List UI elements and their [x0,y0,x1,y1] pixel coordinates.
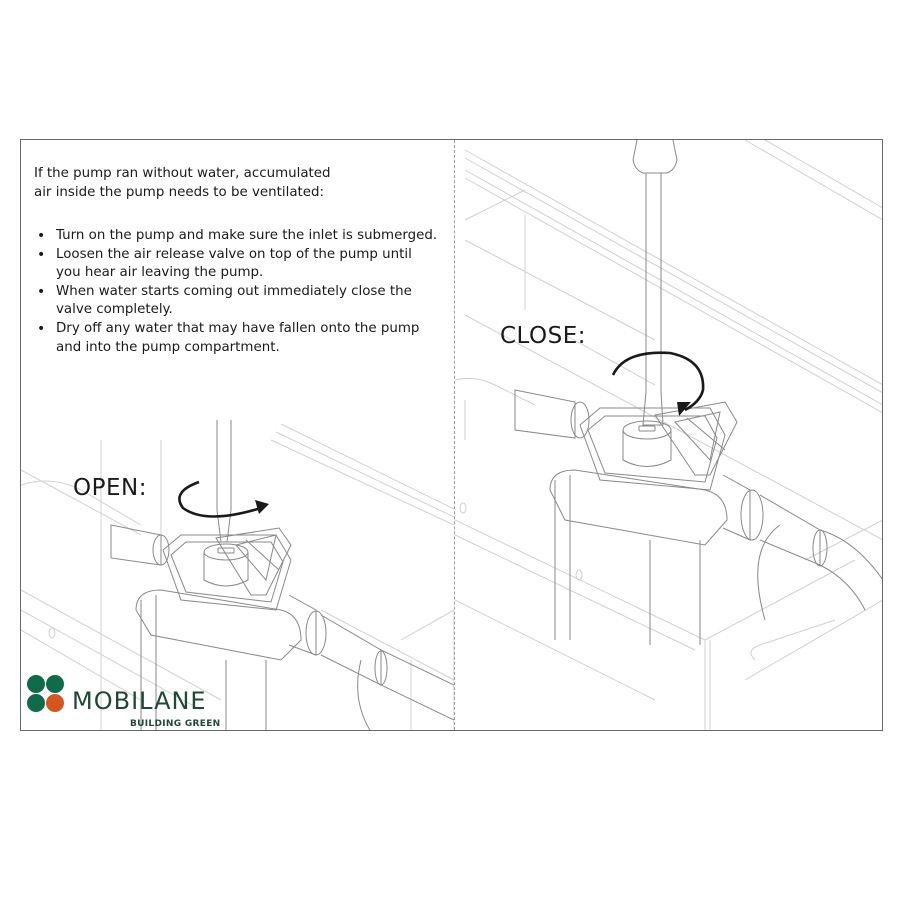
steps-list: Turn on the pump and make sure the inlet… [34,227,439,357]
panel-divider [454,140,455,730]
mobilane-logo: MOBILANE BUILDING GREEN [27,675,227,730]
close-label: CLOSE: [500,323,587,349]
intro-text: If the pump ran without water, accumulat… [34,165,434,202]
step-item: Turn on the pump and make sure the inlet… [34,227,439,246]
step-item: Loosen the air release valve on top of t… [34,246,439,283]
intro-line-2: air inside the pump needs to be ventilat… [34,184,325,200]
intro-line-1: If the pump ran without water, accumulat… [34,166,331,181]
right-panel: CLOSE: [455,140,882,730]
pump-open-illustration [21,420,454,730]
step-item: When water starts coming out immediately… [34,283,439,320]
left-panel: If the pump ran without water, accumulat… [21,140,454,730]
logo-tagline: BUILDING GREEN [130,719,221,729]
pump-close-illustration [455,140,882,730]
instruction-frame: If the pump ran without water, accumulat… [20,139,883,731]
clockwise-arrow-icon [611,351,705,416]
logo-name: MOBILANE [72,687,207,715]
counterclockwise-arrow-icon [178,480,269,518]
step-item: Dry off any water that may have fallen o… [34,320,439,357]
logo-mark-icon [27,675,67,715]
open-label: OPEN: [73,475,147,501]
